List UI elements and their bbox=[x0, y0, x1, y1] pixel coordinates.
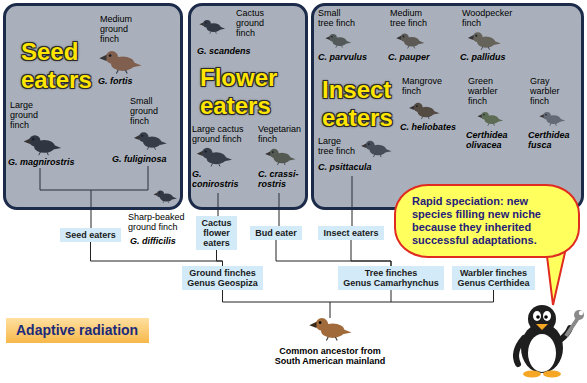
finch-name: Small ground finch bbox=[130, 96, 158, 126]
species-name: Certhidea fusca bbox=[528, 130, 570, 150]
group-title: Flower eaters bbox=[200, 64, 305, 120]
genus-box: Tree finches Genus Camarhynchus bbox=[338, 266, 444, 290]
ancestor-finch bbox=[309, 318, 351, 341]
tree-connector bbox=[276, 240, 391, 266]
finch-name: Mangrove finch bbox=[402, 76, 442, 96]
species-name: C. pallidus bbox=[460, 52, 506, 62]
finch-name: Small tree finch bbox=[318, 8, 355, 28]
label-slot: Woodpecker finch bbox=[462, 8, 512, 28]
label-slot: Cactus ground finch bbox=[236, 8, 264, 38]
finch-name: Woodpecker finch bbox=[462, 8, 512, 28]
finch-name: Large tree finch bbox=[318, 136, 355, 156]
label-slot: Large tree finch bbox=[318, 136, 355, 156]
species-name: C. psittacula bbox=[318, 162, 372, 172]
label-slot: Medium ground finch bbox=[100, 14, 132, 44]
diet-label: Cactus flower eaters bbox=[201, 218, 232, 248]
diet-box: Insect eaters bbox=[318, 226, 384, 240]
diet-box: Bud eater bbox=[250, 226, 302, 240]
label-slot: G. scandens bbox=[197, 46, 251, 56]
tree-connector bbox=[351, 240, 391, 266]
label-slot: G. fuliginosa bbox=[112, 154, 167, 164]
label-slot: Certhidea fusca bbox=[528, 130, 570, 150]
callout-text: Rapid speciation: new species filling ne… bbox=[412, 195, 562, 247]
finch-name: Sharp-beaked ground finch bbox=[128, 212, 185, 232]
label-slot: G. difficilis bbox=[130, 236, 176, 246]
finch-name: Medium tree finch bbox=[390, 8, 427, 28]
finch-name: Medium ground finch bbox=[100, 14, 132, 44]
finch-name: Large ground finch bbox=[10, 100, 38, 130]
species-name: Certhidea olivacea bbox=[466, 130, 508, 150]
label-slot: G. magnirostris bbox=[8, 157, 75, 167]
label-slot: Certhidea olivacea bbox=[466, 130, 508, 150]
speech-callout: Rapid speciation: new species filling ne… bbox=[394, 184, 580, 258]
label-slot: Mangrove finch bbox=[402, 76, 442, 96]
label-slot: G. conirostris bbox=[192, 169, 239, 189]
finch-name: Vegetarian finch bbox=[258, 124, 301, 144]
genus-label: Warbler finches Genus Certhidea bbox=[457, 268, 530, 288]
label-slot: C. pauper bbox=[388, 52, 430, 62]
label-slot: Sharp-beaked ground finch bbox=[128, 212, 185, 232]
diet-box: Cactus flower eaters bbox=[196, 216, 237, 250]
title-box: Adaptive radiation bbox=[6, 318, 149, 343]
label-slot: C. pallidus bbox=[460, 52, 506, 62]
species-name: G. scandens bbox=[197, 46, 251, 56]
species-name: G. fortis bbox=[98, 76, 133, 86]
finch-name: Gray warbler finch bbox=[530, 76, 560, 106]
label-slot: Small ground finch bbox=[130, 96, 158, 126]
diet-box: Seed eaters bbox=[60, 228, 121, 242]
diet-label: Bud eater bbox=[255, 228, 297, 238]
species-name: C. crassi- rostris bbox=[258, 169, 299, 189]
genus-box: Warbler finches Genus Certhidea bbox=[452, 266, 535, 290]
species-name: C. parvulus bbox=[318, 52, 367, 62]
species-name: G. conirostris bbox=[192, 169, 239, 189]
genus-box: Ground finches Genus Geospiza bbox=[182, 266, 263, 290]
label-slot: G. fortis bbox=[98, 76, 133, 86]
tree-connector bbox=[217, 250, 223, 266]
finch-name: Green warbler finch bbox=[468, 76, 498, 106]
tree-line bbox=[223, 290, 494, 318]
diet-label: Insect eaters bbox=[323, 228, 379, 238]
species-name: C. pauper bbox=[388, 52, 430, 62]
label-slot: Large cactus ground finch bbox=[192, 124, 244, 144]
group-panel: Insect eaters bbox=[311, 3, 584, 210]
label-slot: Large ground finch bbox=[10, 100, 38, 130]
label-slot: C. parvulus bbox=[318, 52, 367, 62]
penguin-mascot bbox=[516, 305, 584, 378]
label-slot: Green warbler finch bbox=[468, 76, 498, 106]
label-slot: Small tree finch bbox=[318, 8, 355, 28]
ancestor-label: Common ancestor from South American main… bbox=[275, 346, 386, 366]
label-slot: C. heliobates bbox=[400, 122, 456, 132]
label-slot: Medium tree finch bbox=[390, 8, 427, 28]
species-name: C. heliobates bbox=[400, 122, 456, 132]
label-slot: Common ancestor from South American main… bbox=[275, 346, 386, 366]
title-text: Adaptive radiation bbox=[16, 322, 139, 339]
species-name: G. magnirostris bbox=[8, 157, 75, 167]
species-name: G. difficilis bbox=[130, 236, 176, 246]
label-slot: Gray warbler finch bbox=[530, 76, 560, 106]
finch-name: Large cactus ground finch bbox=[192, 124, 244, 144]
finch-name: Cactus ground finch bbox=[236, 8, 264, 38]
genus-label: Tree finches Genus Camarhynchus bbox=[343, 268, 439, 288]
genus-label: Ground finches Genus Geospiza bbox=[187, 268, 258, 288]
label-slot: C. crassi- rostris bbox=[258, 169, 299, 189]
label-slot: C. psittacula bbox=[318, 162, 372, 172]
label-slot: Vegetarian finch bbox=[258, 124, 301, 144]
diet-label: Seed eaters bbox=[65, 230, 116, 240]
species-name: G. fuliginosa bbox=[112, 154, 167, 164]
